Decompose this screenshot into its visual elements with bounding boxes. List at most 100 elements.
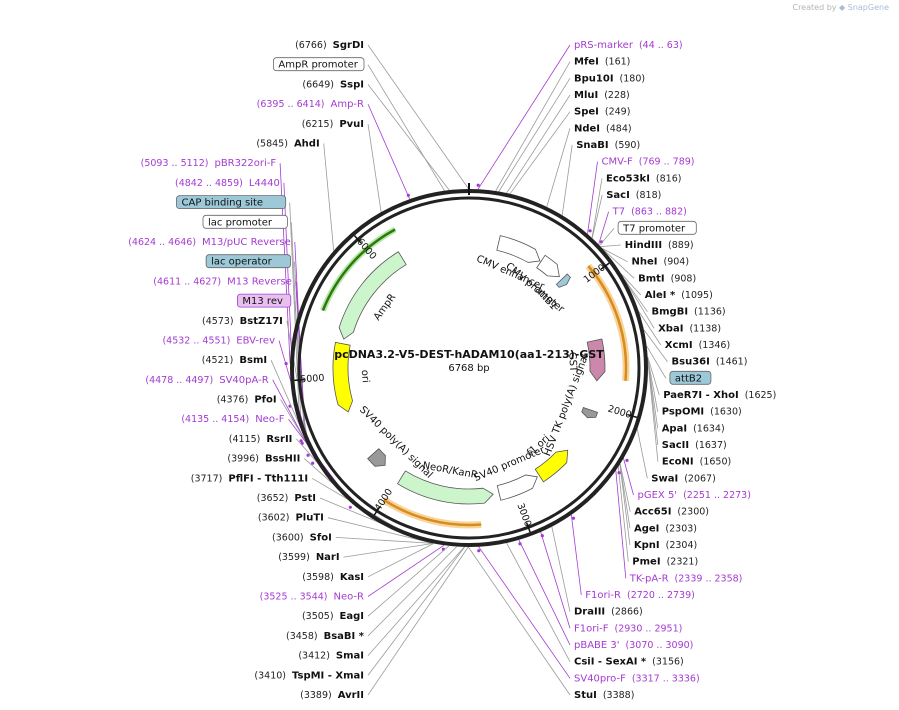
map-label[interactable]: (4624 .. 4646)M13/pUC Reverse — [128, 237, 291, 248]
map-label[interactable]: T7(863 .. 882) — [612, 207, 687, 218]
map-label[interactable]: lac operator — [205, 254, 291, 269]
map-label[interactable]: (3599)NarI — [278, 552, 339, 563]
feature-gst — [586, 338, 606, 382]
map-label[interactable]: PaeR7I - XhoI(1625) — [663, 390, 776, 401]
label-name: HindIII — [625, 240, 662, 251]
map-label[interactable]: (3410)TspMI - XmaI — [254, 670, 364, 681]
map-label[interactable]: (4135 .. 4154)Neo-F — [181, 414, 284, 425]
credit: Created by ◆ SnapGene — [792, 3, 889, 12]
label-text: AleI *(1095) — [645, 290, 713, 301]
map-label[interactable]: AmpR promoter — [272, 57, 365, 72]
map-label[interactable]: XcmI(1346) — [665, 340, 730, 351]
label-position: (4115) — [229, 434, 261, 445]
label-line — [636, 429, 648, 479]
map-label[interactable]: (4842 .. 4859)L4440 — [175, 178, 280, 189]
map-label[interactable]: BmgBI(1136) — [652, 307, 726, 318]
map-label[interactable]: PspOMI(1630) — [662, 407, 742, 418]
map-label[interactable]: SwaI(2067) — [651, 473, 716, 484]
map-label[interactable]: (4573)BstZ17I — [202, 316, 283, 327]
label-text: (6766)SgrDI — [295, 40, 364, 51]
map-label[interactable]: (5093 .. 5112)pBR322ori-F — [141, 158, 277, 169]
label-text: (6649)SspI — [302, 79, 364, 90]
map-label[interactable]: CsiI - SexAI *(3156) — [574, 657, 684, 668]
label-position: (2339 .. 2358) — [675, 573, 743, 584]
map-label[interactable]: ApaI(1634) — [662, 423, 725, 434]
map-label[interactable]: (4521)BsmI — [202, 355, 267, 366]
map-label[interactable]: NheI(904) — [632, 257, 690, 268]
map-label[interactable]: AleI *(1095) — [645, 290, 713, 301]
map-label[interactable]: MfeI(161) — [574, 57, 630, 68]
label-text: KpnI(2304) — [634, 540, 697, 551]
map-label[interactable]: (4115)RsrII — [229, 434, 293, 445]
map-label[interactable]: MluI(228) — [574, 90, 630, 101]
map-label[interactable]: (4532 .. 4551)EBV-rev — [162, 336, 275, 347]
map-label[interactable]: BmtI(908) — [638, 273, 696, 284]
map-label[interactable]: pBABE 3'(3070 .. 3090) — [574, 640, 693, 651]
map-label[interactable]: SpeI(249) — [574, 107, 630, 118]
map-label[interactable]: F1ori-R(2720 .. 2739) — [585, 590, 695, 601]
map-label[interactable]: EcoNI(1650) — [662, 457, 731, 468]
map-label[interactable]: (3505)EagI — [302, 611, 364, 622]
map-label[interactable]: SnaBI(590) — [576, 140, 640, 151]
map-label[interactable]: (3412)SmaI — [298, 651, 364, 662]
map-label[interactable]: CMV-F(769 .. 789) — [602, 157, 695, 168]
primer-marker — [588, 229, 592, 233]
map-label[interactable]: (6649)SspI — [302, 79, 364, 90]
map-label[interactable]: (6766)SgrDI — [295, 40, 364, 51]
feature-sv40pa — [367, 448, 386, 467]
label-position: (1095) — [681, 290, 713, 301]
map-label[interactable]: (4611 .. 4627)M13 Reverse — [153, 276, 292, 287]
map-label[interactable]: (4376)PfoI — [217, 395, 277, 406]
map-label[interactable]: HindIII(889) — [625, 240, 694, 251]
map-label[interactable]: (3458)BsaBI * — [286, 631, 365, 642]
map-label[interactable]: SV40pro-F(3317 .. 3336) — [574, 673, 700, 684]
label-text: AgeI(2303) — [634, 523, 697, 534]
map-label[interactable]: CAP binding site — [176, 195, 287, 210]
label-position: (3602) — [258, 513, 290, 524]
map-label[interactable]: (3598)KasI — [302, 572, 364, 583]
map-label[interactable]: (3389)AvrII — [300, 690, 364, 701]
map-label[interactable]: F1ori-F(2930 .. 2951) — [574, 623, 682, 634]
map-label[interactable]: (3717)PflFI - Tth111I — [191, 473, 308, 484]
label-name: BmgBI — [652, 307, 689, 318]
map-label[interactable]: Bpu10I(180) — [574, 73, 645, 84]
map-label[interactable]: StuI(3388) — [574, 690, 634, 701]
map-label[interactable]: pRS-marker(44 .. 63) — [574, 40, 683, 51]
map-label[interactable]: (3602)PluTI — [258, 513, 324, 524]
map-label[interactable]: (3996)BssHII — [227, 454, 300, 465]
label-line — [620, 273, 642, 296]
map-label[interactable]: (6215)PvuI — [302, 119, 364, 130]
map-label[interactable]: KpnI(2304) — [634, 540, 697, 551]
map-label[interactable]: (4478 .. 4497)SV40pA-R — [145, 375, 268, 386]
map-label[interactable]: M13 rev — [236, 293, 292, 308]
label-name: BsaBI * — [324, 631, 365, 642]
map-label[interactable]: (5845)AhdI — [256, 139, 319, 150]
map-label[interactable]: (3525 .. 3544)Neo-R — [260, 592, 364, 603]
map-label[interactable]: SacI(818) — [606, 190, 661, 201]
map-label[interactable]: (3600)SfoI — [272, 532, 332, 543]
map-label[interactable]: Bsu36I(1461) — [672, 357, 748, 368]
map-label[interactable]: XbaI(1138) — [658, 323, 721, 334]
label-text: (4135 .. 4154)Neo-F — [181, 414, 284, 425]
map-label[interactable]: lac promoter — [202, 214, 288, 229]
credit-prefix: Created by — [792, 3, 837, 12]
map-label[interactable]: (3652)PstI — [257, 493, 316, 504]
label-text: (3602)PluTI — [258, 513, 324, 524]
map-label[interactable]: AgeI(2303) — [634, 523, 697, 534]
map-label[interactable]: DraIII(2866) — [574, 607, 643, 618]
label-name: MluI — [574, 90, 598, 101]
map-label[interactable]: Acc65I(2300) — [634, 507, 709, 518]
label-text: (6215)PvuI — [302, 119, 364, 130]
map-label[interactable]: NdeI(484) — [574, 123, 632, 134]
map-label[interactable]: pGEX 5'(2251 .. 2273) — [638, 490, 751, 501]
map-label[interactable]: TK-pA-R(2339 .. 2358) — [629, 573, 743, 584]
label-line — [624, 279, 655, 329]
map-label[interactable]: attB2 — [669, 370, 712, 385]
map-label[interactable]: (6395 .. 6414)Amp-R — [257, 99, 364, 110]
map-label[interactable]: SacII(1637) — [662, 440, 727, 451]
label-name: EagI — [340, 611, 364, 622]
map-label[interactable]: T7 promoter — [617, 220, 697, 235]
feature-label-gst: GST — [566, 352, 578, 374]
map-label[interactable]: Eco53kI(816) — [606, 173, 681, 184]
map-label[interactable]: PmeI(2321) — [632, 557, 698, 568]
